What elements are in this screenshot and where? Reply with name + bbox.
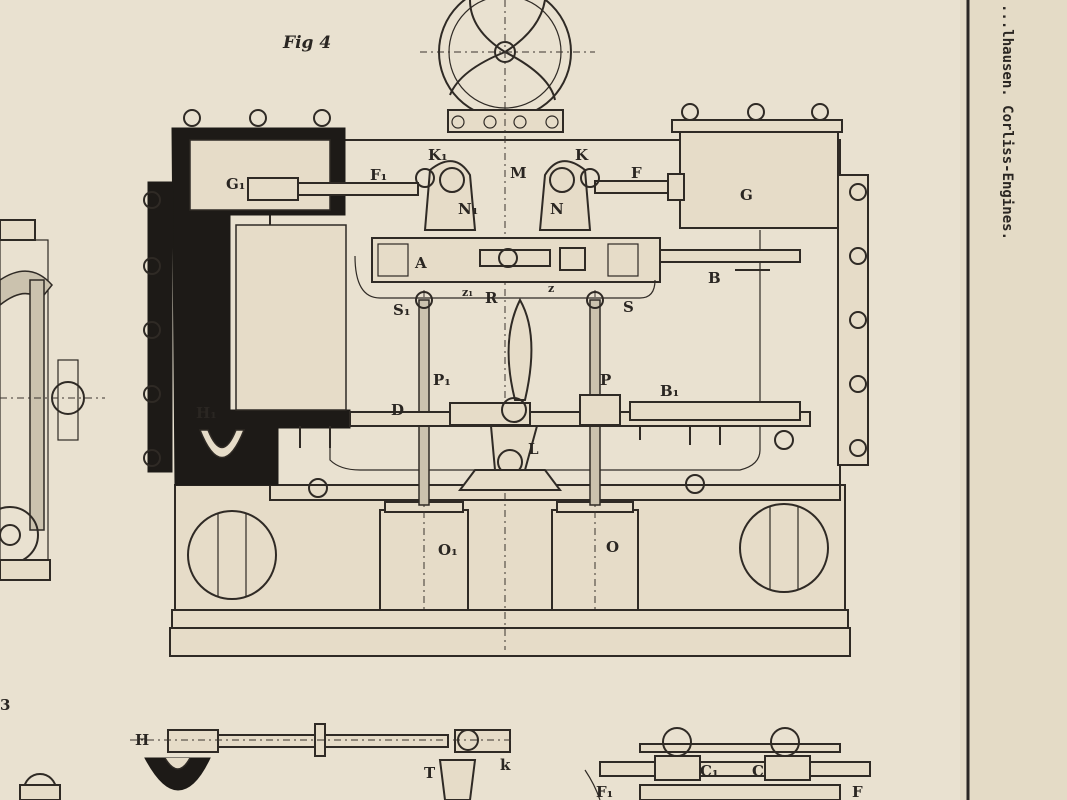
label-c1: C₁ — [700, 762, 719, 780]
bottom-left-detail — [19, 723, 515, 800]
label-s: S — [623, 298, 634, 316]
label-n: N — [550, 200, 564, 218]
page-gutter — [960, 0, 1067, 800]
upper-valve-rods — [247, 173, 685, 201]
label-t: T — [424, 764, 436, 782]
bell-crank-k — [538, 160, 600, 231]
label-a: A — [414, 254, 427, 272]
bolts — [143, 103, 867, 498]
cylinder-section — [147, 127, 351, 486]
side-running-title: ...lhausen. Corliss-Engines. — [999, 4, 1015, 240]
label-p1: P₁ — [433, 371, 451, 389]
label-k-lower: k — [500, 756, 511, 774]
label-f1-lower: F₁ — [596, 783, 613, 800]
label-c: C — [752, 762, 764, 780]
label-z1: z₁ — [462, 286, 473, 299]
bell-crank-k1 — [415, 160, 477, 231]
main-frame — [269, 119, 869, 501]
label-r: R — [485, 289, 498, 307]
crank-bearing-l — [458, 297, 562, 491]
label-b1: B₁ — [660, 382, 679, 400]
label-g: G — [740, 186, 753, 204]
margin-number: 3 — [0, 696, 10, 714]
left-partial-figure — [0, 219, 105, 581]
label-k1: K₁ — [428, 146, 448, 164]
label-k: K — [575, 146, 589, 164]
label-s1: S₁ — [393, 301, 410, 319]
label-m: M — [510, 164, 527, 182]
label-d: D — [391, 401, 404, 419]
lower-rod — [299, 394, 811, 448]
bottom-right-detail — [584, 727, 871, 800]
label-p: P — [600, 371, 611, 389]
label-f: F — [631, 164, 642, 182]
label-n1: N₁ — [458, 200, 478, 218]
label-h1: H₁ — [196, 404, 217, 422]
base-plate — [169, 484, 851, 657]
label-z: z — [548, 282, 554, 295]
label-b: B — [708, 269, 721, 287]
governor-pulley — [420, 0, 595, 133]
label-o1: O₁ — [438, 541, 458, 559]
figure-caption: Fig 4 — [282, 33, 331, 53]
label-g1: G₁ — [226, 175, 245, 193]
label-f1: F₁ — [370, 166, 387, 184]
label-l: L — [528, 440, 539, 458]
label-o: O — [606, 538, 619, 556]
valve-housing — [354, 237, 801, 299]
label-h: H — [135, 731, 149, 749]
label-f-lower: F — [852, 783, 863, 800]
